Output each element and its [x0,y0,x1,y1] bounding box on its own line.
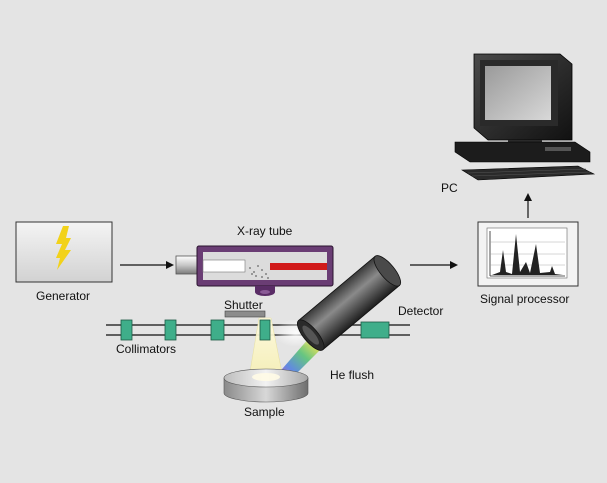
sample-label: Sample [244,405,285,419]
computer-icon [454,53,596,181]
detector [296,255,402,351]
generator-box [15,221,113,283]
pc-label: PC [441,181,458,195]
generator-label: Generator [36,289,91,303]
collimators [120,319,390,341]
shutter [224,310,266,318]
sample [223,368,309,403]
xray-tube [175,245,334,296]
spectrum-icon [486,227,568,279]
shutter-label: Shutter [224,298,263,312]
lightning-icon [56,226,71,270]
detector-label: Detector [398,304,444,318]
collimators-label: Collimators [116,342,177,356]
arrow-generator-to-tube [120,261,174,269]
arrow-to-signal-processor [410,261,458,269]
he-flush-label: He flush [330,368,375,382]
signal-processor-label: Signal processor [480,292,570,306]
xray-tube-label: X-ray tube [237,224,293,238]
arrow-to-pc [524,193,532,218]
signal-processor-box [477,221,579,287]
